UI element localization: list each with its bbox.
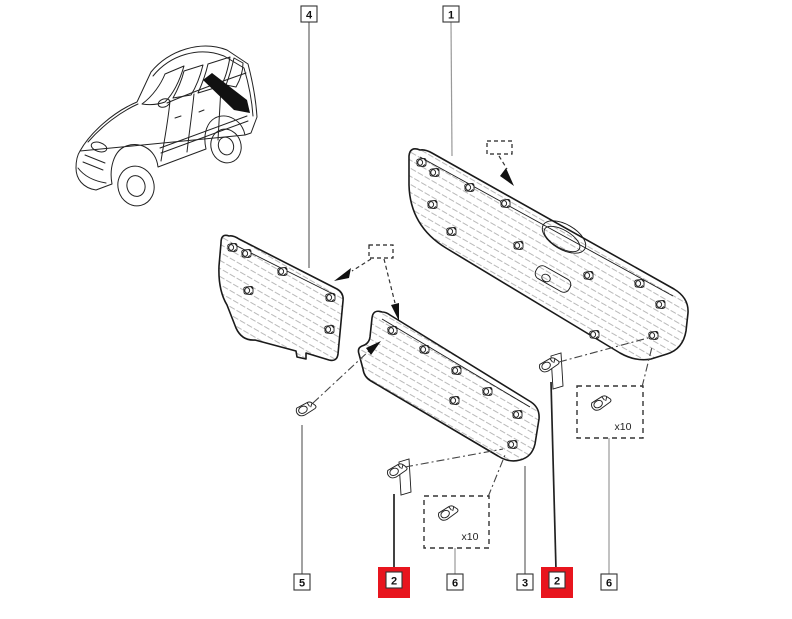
leader-line-1: [450, 21, 453, 157]
clip-icon: [294, 400, 318, 418]
callout-6-right[interactable]: 6: [600, 573, 618, 591]
clip-icon: [512, 410, 523, 419]
leader-line-2-right: [550, 381, 557, 571]
vehicle-illustration: [75, 45, 258, 207]
callout-label: 5: [299, 578, 305, 590]
clip-icon: [482, 387, 493, 396]
callout-label: 1: [448, 10, 454, 22]
clip-icon: [589, 330, 600, 339]
clip-icon: [464, 183, 475, 192]
arrowhead-icon: [334, 268, 351, 281]
callout-1[interactable]: 1: [442, 5, 460, 23]
fastener-kit-center: x10: [423, 454, 506, 549]
arrowhead-icon: [391, 303, 399, 321]
fastener-kit-box: [423, 495, 490, 549]
clip-icon: [243, 286, 254, 295]
clip-icon: [583, 271, 594, 280]
clip-icon: [648, 331, 659, 340]
clip-icon: [451, 366, 462, 375]
callout-label: 2: [391, 576, 397, 588]
callout-3[interactable]: 3: [516, 573, 534, 591]
clip-icon: [507, 440, 518, 449]
clip-icon: [655, 300, 666, 309]
fastener-part-2-left: [385, 448, 504, 496]
rear-wheel: [210, 128, 242, 164]
clip-icon: [634, 279, 645, 288]
arrowhead-icon: [366, 341, 381, 355]
clip-icon: [385, 462, 409, 480]
headlight: [90, 141, 108, 153]
dashed-bracket: [486, 140, 513, 155]
callout-2-right-highlighted[interactable]: 2: [541, 567, 573, 598]
fastener-kit-right: x10: [576, 346, 653, 439]
windshield: [141, 65, 185, 106]
fastener-part-2-right: [537, 337, 649, 390]
front-wheel: [117, 165, 155, 207]
callout-4[interactable]: 4: [300, 5, 318, 23]
fastener-kit-box: [576, 385, 644, 439]
quantity-label: x10: [615, 421, 632, 433]
callout-2-left-highlighted[interactable]: 2: [378, 567, 410, 598]
panel-4-trim: [218, 234, 344, 362]
quantity-label: x10: [462, 531, 479, 543]
callout-6-center[interactable]: 6: [446, 573, 464, 591]
clip-icon: [387, 326, 398, 335]
location-arrow-icon: [203, 73, 250, 113]
clip-position-marker-panel1: [486, 140, 514, 186]
callout-label: 3: [522, 578, 528, 590]
clip-icon: [427, 200, 438, 209]
clip-icon: [241, 249, 252, 258]
clip-icon: [325, 293, 336, 302]
clip-icon: [589, 394, 613, 412]
callout-label: 6: [606, 578, 612, 590]
clip-icon: [537, 356, 561, 374]
clip-position-marker-panels-3-4: [334, 244, 399, 321]
clip-icon: [500, 199, 511, 208]
clip-icon: [436, 504, 460, 522]
callout-label: 6: [452, 578, 458, 590]
clip-icon: [449, 396, 460, 405]
clip-icon: [513, 241, 524, 250]
callout-label: 2: [554, 576, 560, 588]
callout-label: 4: [306, 10, 313, 22]
clip-icon: [419, 345, 430, 354]
dashed-bracket: [368, 244, 394, 259]
clip-icon: [324, 325, 335, 334]
fastener-part-5: [294, 341, 381, 418]
side-mirror: [157, 98, 171, 108]
panel-opening: [541, 220, 587, 254]
handle-pocket: [534, 265, 572, 293]
clip-icon: [416, 158, 427, 167]
clip-icon: [277, 267, 288, 276]
panel-1-trim: [408, 148, 689, 361]
arrowhead-icon: [500, 168, 514, 186]
panel-3-trim: [357, 310, 540, 462]
clip-icon: [429, 168, 440, 177]
clip-icon: [227, 243, 238, 252]
clip-icon: [446, 227, 457, 236]
callout-5[interactable]: 5: [293, 573, 311, 591]
